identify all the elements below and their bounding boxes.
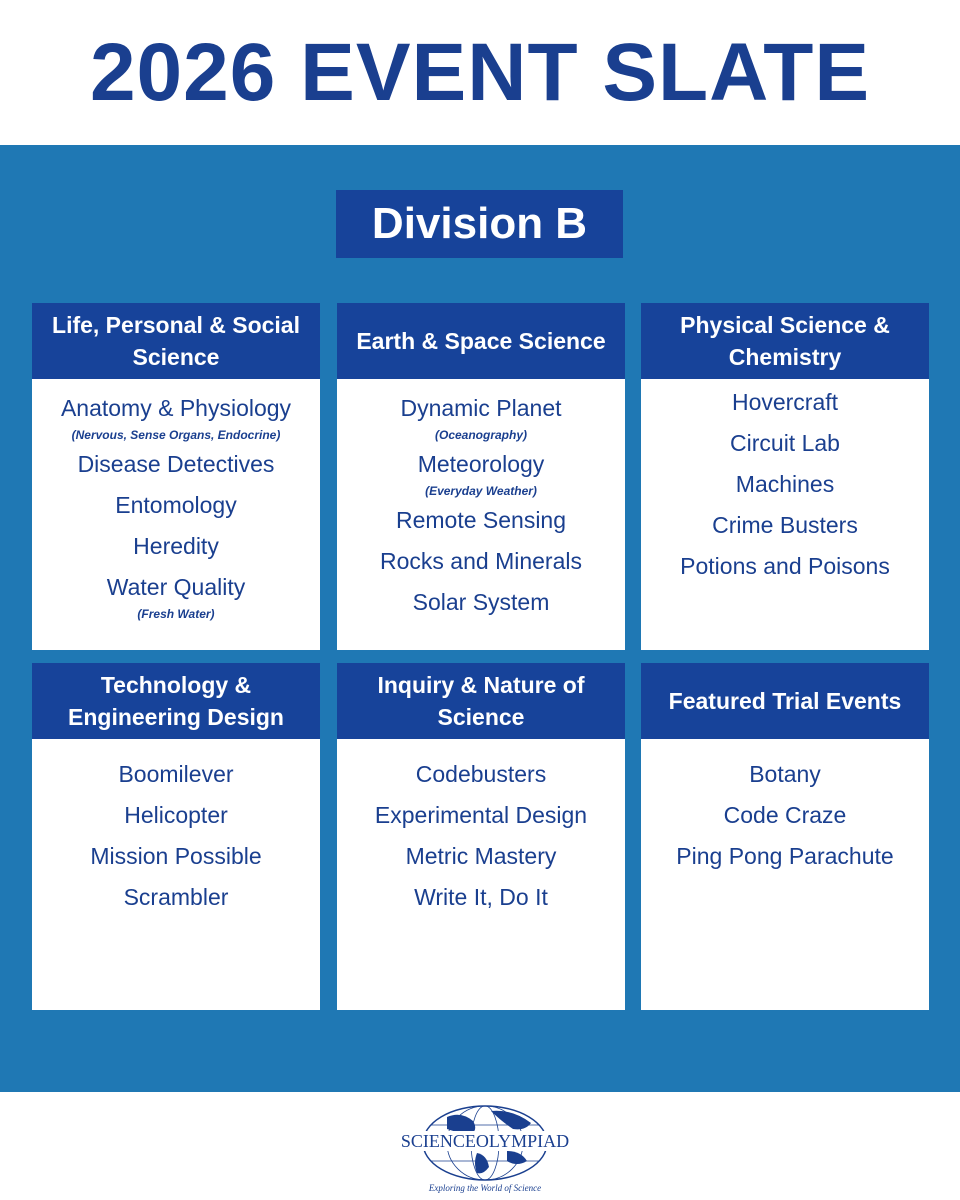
event-item: Ping Pong Parachute bbox=[676, 843, 894, 869]
category-header: Earth & Space Science bbox=[337, 303, 625, 379]
event-note: (Everyday Weather) bbox=[425, 484, 537, 498]
division-badge: Division B bbox=[336, 190, 623, 258]
event-item: Botany bbox=[749, 761, 821, 787]
event-item: Remote Sensing bbox=[395, 507, 567, 533]
logo-tagline: Exploring the World of Science bbox=[428, 1183, 542, 1193]
event-item: Rocks and Minerals bbox=[380, 548, 582, 574]
event-item: Disease Detectives bbox=[77, 451, 275, 477]
event-item: Mission Possible bbox=[90, 843, 262, 869]
category-header: Technology & Engineering Design bbox=[32, 663, 320, 739]
event-note: (Nervous, Sense Organs, Endocrine) bbox=[71, 428, 281, 442]
event-item: Metric Mastery bbox=[405, 843, 557, 869]
event-list: Anatomy & Physiology (Nervous, Sense Org… bbox=[32, 379, 320, 622]
logo-wordmark: SCIENCEOLYMPIAD bbox=[395, 1131, 575, 1151]
category-header: Life, Personal & Social Science bbox=[32, 303, 320, 379]
event-list: Dynamic Planet (Oceanography) Meteorolog… bbox=[337, 379, 625, 617]
event-item: Solar System bbox=[412, 589, 550, 615]
event-item: Hovercraft bbox=[731, 389, 839, 415]
event-item: Entomology bbox=[115, 492, 237, 518]
event-item: Crime Busters bbox=[712, 512, 858, 538]
event-item: Codebusters bbox=[415, 761, 547, 787]
event-note: (Fresh Water) bbox=[137, 607, 215, 621]
category-card-technology: Technology & Engineering Design Boomilev… bbox=[32, 663, 320, 1010]
event-list: Botany Code Craze Ping Pong Parachute bbox=[641, 739, 929, 871]
event-item: Helicopter bbox=[124, 802, 228, 828]
event-item: Code Craze bbox=[723, 802, 847, 828]
event-item: Anatomy & Physiology bbox=[60, 395, 292, 421]
event-list: Codebusters Experimental Design Metric M… bbox=[337, 739, 625, 912]
category-card-earth-space: Earth & Space Science Dynamic Planet (Oc… bbox=[337, 303, 625, 650]
category-card-life-science: Life, Personal & Social Science Anatomy … bbox=[32, 303, 320, 650]
event-note: (Oceanography) bbox=[434, 428, 527, 442]
event-item: Circuit Lab bbox=[730, 430, 840, 456]
event-item: Water Quality bbox=[106, 574, 246, 600]
event-item: Potions and Poisons bbox=[680, 553, 890, 579]
event-item: Write It, Do It bbox=[414, 884, 548, 910]
category-header: Inquiry & Nature of Science bbox=[337, 663, 625, 739]
category-card-physical-science: Physical Science & Chemistry Hovercraft … bbox=[641, 303, 929, 650]
category-header: Featured Trial Events bbox=[641, 663, 929, 739]
science-olympiad-logo: SCIENCEOLYMPIAD Exploring the World of S… bbox=[395, 1103, 575, 1195]
event-item: Dynamic Planet bbox=[400, 395, 562, 421]
event-item: Meteorology bbox=[417, 451, 545, 477]
page-title: 2026 EVENT SLATE bbox=[89, 26, 871, 118]
category-header: Physical Science & Chemistry bbox=[641, 303, 929, 379]
event-list: Boomilever Helicopter Mission Possible S… bbox=[32, 739, 320, 912]
category-card-trial-events: Featured Trial Events Botany Code Craze … bbox=[641, 663, 929, 1010]
category-card-inquiry: Inquiry & Nature of Science Codebusters … bbox=[337, 663, 625, 1010]
event-item: Machines bbox=[735, 471, 835, 497]
event-item: Boomilever bbox=[118, 761, 234, 787]
event-item: Experimental Design bbox=[374, 802, 588, 828]
event-item: Scrambler bbox=[123, 884, 229, 910]
event-item: Heredity bbox=[133, 533, 219, 559]
event-list: Hovercraft Circuit Lab Machines Crime Bu… bbox=[641, 379, 929, 581]
